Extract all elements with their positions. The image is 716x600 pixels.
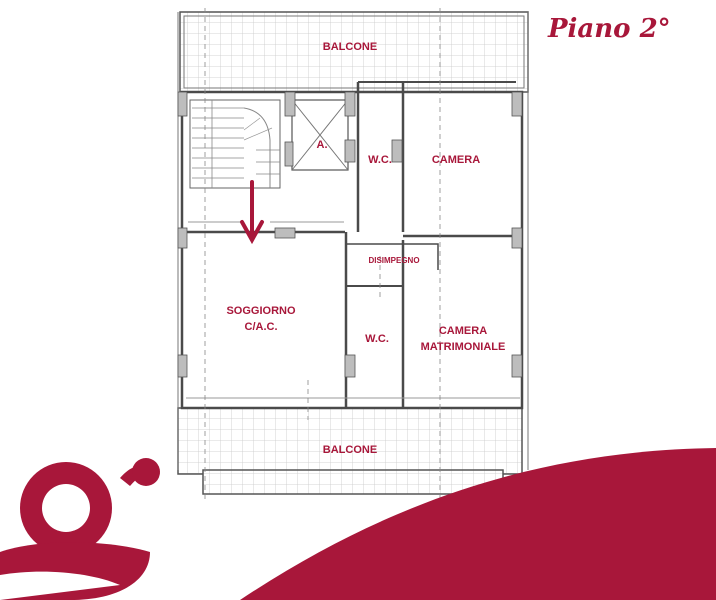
brand-wave: [240, 448, 716, 600]
columns: [177, 91, 523, 378]
dashed-guides: [204, 8, 441, 500]
room-label-bedroom: CAMERA: [432, 154, 480, 166]
room-label-living-line1: SOGGIORNO: [226, 305, 296, 317]
storage-room: [291, 99, 349, 171]
room-label-wc-bottom: W.C.: [365, 333, 389, 345]
staircase: [189, 99, 281, 189]
room-label-master-line1: CAMERA: [439, 325, 487, 337]
room-labels: BALCONE A. W.C. CAMERA DISIMPEGNO SOGGIO…: [226, 41, 505, 456]
letter-g-logo: [0, 458, 160, 600]
room-label-storage: A.: [317, 139, 328, 151]
room-label-wc-top: W.C.: [368, 154, 392, 166]
balcony-top: [179, 11, 529, 93]
room-label-hallway: DISIMPEGNO: [368, 256, 419, 265]
plan-title: Piano 2°: [548, 14, 671, 44]
down-arrow-icon: [240, 180, 264, 245]
room-label-balcony-bottom: BALCONE: [323, 444, 377, 456]
room-label-master-line2: MATRIMONIALE: [421, 341, 506, 353]
room-label-living-line2: C/A.C.: [245, 321, 278, 333]
room-label-balcony-top: BALCONE: [323, 41, 377, 53]
